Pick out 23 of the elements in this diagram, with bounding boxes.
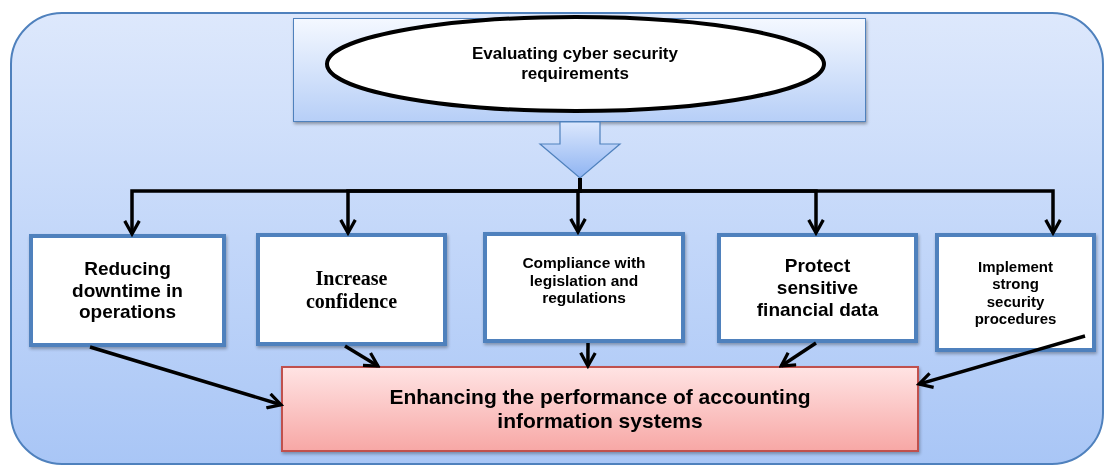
arrow [779,341,817,368]
ellipse-node [324,14,826,113]
node-text: Enhancing the performance of accounting information systems [388,384,812,434]
node-text: Protect sensitive financial data [755,255,880,321]
arrow [917,334,1086,389]
process-box [256,233,447,346]
arrow [579,343,597,368]
node-text: Evaluating cyber security requirements [471,43,679,84]
node-text: Compliance with legislation and regulations [521,253,647,308]
arrow [89,345,283,410]
process-box [29,234,226,347]
node-text: Increase confidence [304,266,399,313]
header-box [293,18,866,122]
node-text: Implement strong security procedures [973,258,1058,327]
process-box [483,232,685,343]
process-box [717,233,918,343]
block-arrow [540,122,620,178]
result-box [281,366,919,452]
process-box [935,233,1096,352]
arrow [344,344,380,368]
node-text: Reducing downtime in operations [71,257,184,324]
background-panel [10,12,1104,465]
arrow [578,178,1062,235]
